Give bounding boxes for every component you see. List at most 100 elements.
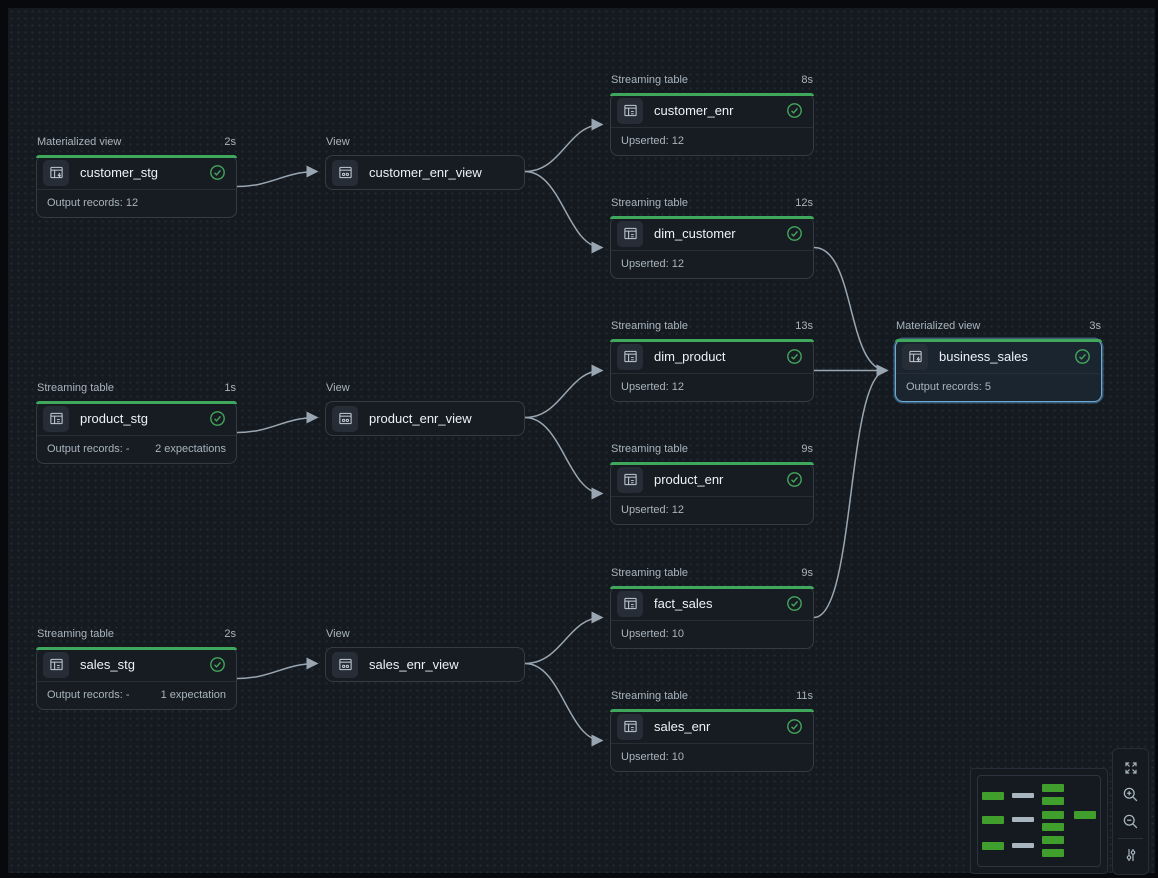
materialized-view-icon [902, 343, 928, 370]
minimap-node [1042, 849, 1064, 857]
accent-line [895, 339, 1102, 342]
node-footer: Upserted: 10 [611, 743, 813, 771]
node-type-label: Materialized view [37, 136, 122, 148]
zoom-out-button[interactable] [1117, 808, 1145, 835]
node-name: product_enr [654, 472, 724, 487]
node-footer: Upserted: 12 [611, 250, 813, 278]
node-card[interactable]: business_sales Output records: 5 [895, 339, 1102, 402]
minimap-node [1042, 823, 1064, 831]
node-footer: Output records: 5 [896, 373, 1101, 401]
footer-left: Upserted: 12 [621, 381, 684, 393]
node-card[interactable]: product_stg Output records: - 2 expectat… [36, 401, 237, 464]
node-card[interactable]: product_enr Upserted: 12 [610, 462, 814, 525]
node-footer: Upserted: 12 [611, 496, 813, 524]
footer-right: 2 expectations [155, 443, 226, 455]
node-header: View [326, 628, 524, 641]
node-name: sales_enr [654, 719, 711, 734]
node-type-label: Streaming table [37, 628, 115, 640]
node-header: Streaming table 9s [611, 567, 813, 580]
node-footer: Output records: - 2 expectations [37, 435, 236, 463]
fit-view-icon [1123, 760, 1139, 776]
node-header: Streaming table 8s [611, 74, 813, 87]
node-header: Materialized view 2s [37, 136, 236, 149]
streaming-table-icon [617, 590, 643, 617]
fit-view-button[interactable] [1117, 755, 1145, 782]
footer-left: Output records: 5 [906, 381, 991, 393]
node-footer: Upserted: 12 [611, 127, 813, 155]
success-check-icon [786, 595, 803, 612]
node-fact_sales: Streaming table 9s fact_sales Upserted: … [610, 567, 814, 649]
success-check-icon [1074, 348, 1091, 365]
minimap-viewport[interactable] [977, 775, 1101, 867]
node-duration-label: 3s [1089, 320, 1101, 332]
display-settings-button[interactable] [1117, 842, 1145, 869]
node-header: Streaming table 2s [37, 628, 236, 641]
minimap-node [1042, 797, 1064, 805]
node-footer: Upserted: 12 [611, 373, 813, 401]
success-check-icon [786, 348, 803, 365]
zoom-in-button[interactable] [1117, 782, 1145, 809]
node-name: dim_product [654, 349, 726, 364]
minimap-node [1042, 811, 1064, 819]
node-card[interactable]: sales_enr_view [325, 647, 525, 682]
zoom-in-icon [1122, 786, 1139, 803]
view-icon [332, 159, 358, 186]
node-title-row: customer_stg [37, 156, 236, 189]
node-duration-label: 9s [801, 567, 813, 579]
node-title-row: dim_product [611, 340, 813, 373]
display-settings-icon [1123, 847, 1139, 863]
node-footer: Upserted: 10 [611, 620, 813, 648]
node-product_enr: Streaming table 9s product_enr Upserted:… [610, 443, 814, 525]
footer-left: Upserted: 12 [621, 258, 684, 270]
node-card[interactable]: fact_sales Upserted: 10 [610, 586, 814, 649]
node-sales_stg: Streaming table 2s sales_stg Output reco… [36, 628, 237, 710]
streaming-table-icon [43, 405, 69, 432]
success-check-icon [209, 164, 226, 181]
minimap-node [982, 816, 1004, 824]
node-header: Streaming table 13s [611, 320, 813, 333]
node-product_enr_view: View product_enr_view [325, 382, 525, 436]
node-type-label: View [326, 382, 350, 394]
node-name: product_enr_view [369, 411, 472, 426]
view-icon [332, 405, 358, 432]
streaming-table-icon [617, 97, 643, 124]
node-card[interactable]: product_enr_view [325, 401, 525, 436]
node-header: View [326, 136, 524, 149]
node-card[interactable]: dim_product Upserted: 12 [610, 339, 814, 402]
node-type-label: Streaming table [611, 197, 689, 209]
node-card[interactable]: customer_enr_view [325, 155, 525, 190]
node-header: Streaming table 9s [611, 443, 813, 456]
success-check-icon [209, 410, 226, 427]
minimap[interactable] [970, 768, 1108, 874]
node-name: customer_stg [80, 165, 159, 180]
node-card[interactable]: sales_enr Upserted: 10 [610, 709, 814, 772]
footer-left: Upserted: 12 [621, 504, 684, 516]
success-check-icon [786, 225, 803, 242]
node-header: Streaming table 1s [37, 382, 236, 395]
node-name: business_sales [939, 349, 1028, 364]
footer-left: Upserted: 12 [621, 135, 684, 147]
node-card[interactable]: customer_enr Upserted: 12 [610, 93, 814, 156]
streaming-table-icon [617, 343, 643, 370]
node-name: customer_enr [654, 103, 734, 118]
node-duration-label: 8s [801, 74, 813, 86]
accent-line [36, 647, 237, 650]
node-title-row: customer_enr [611, 94, 813, 127]
node-type-label: Streaming table [611, 443, 689, 455]
node-card[interactable]: dim_customer Upserted: 12 [610, 216, 814, 279]
node-title-row: sales_enr [611, 710, 813, 743]
node-card[interactable]: customer_stg Output records: 12 [36, 155, 237, 218]
node-duration-label: 11s [796, 690, 813, 702]
node-card[interactable]: sales_stg Output records: - 1 expectatio… [36, 647, 237, 710]
node-customer_enr: Streaming table 8s customer_enr Upserted… [610, 74, 814, 156]
node-type-label: Streaming table [611, 690, 689, 702]
node-product_stg: Streaming table 1s product_stg Output re… [36, 382, 237, 464]
streaming-table-icon [617, 220, 643, 247]
minimap-node [1042, 784, 1064, 792]
node-header: Streaming table 12s [611, 197, 813, 210]
node-duration-label: 13s [795, 320, 813, 332]
accent-line [610, 462, 814, 465]
node-type-label: View [326, 136, 350, 148]
node-title-row: business_sales [896, 340, 1101, 373]
node-duration-label: 1s [224, 382, 236, 394]
